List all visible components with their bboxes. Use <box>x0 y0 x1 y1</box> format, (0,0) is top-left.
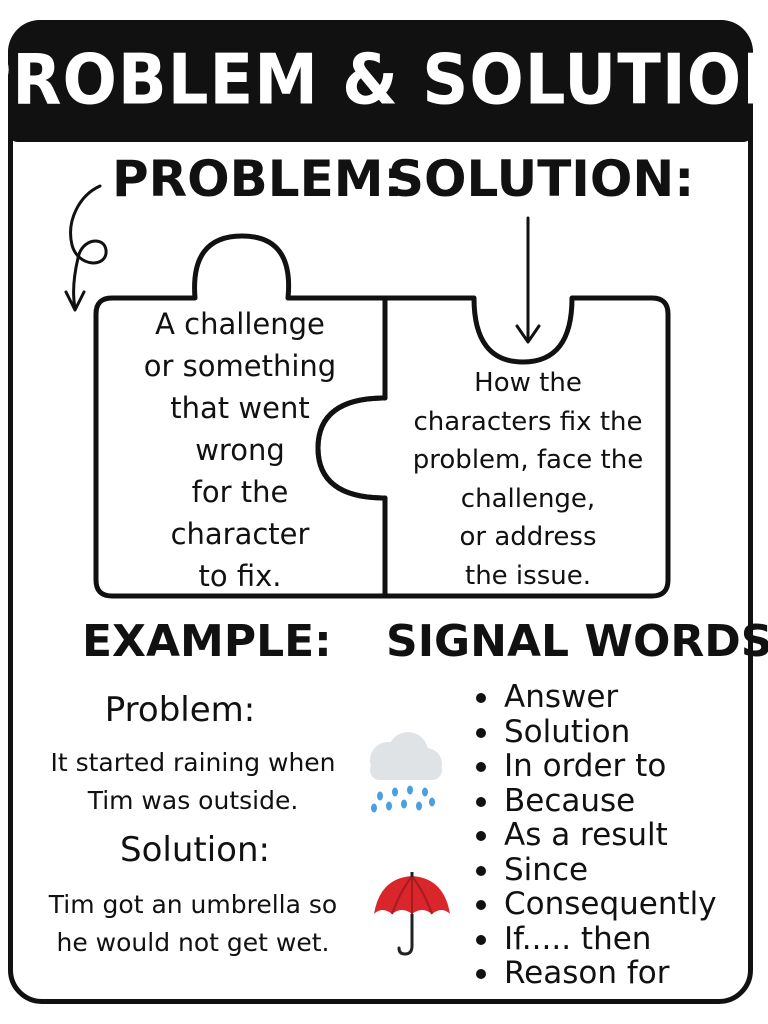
bullet-icon <box>476 831 486 841</box>
example-heading: EXAMPLE: <box>82 616 332 667</box>
curly-arrow-head-icon <box>64 290 86 312</box>
signal-word-item: If..... then <box>474 920 717 957</box>
problem-definition-line: to fix. <box>198 559 282 593</box>
example-solution-label: Solution: <box>120 830 270 870</box>
example-problem-text: It started raining when Tim was outside. <box>18 744 368 820</box>
problem-definition-line: or something <box>143 349 337 383</box>
solution-definition-line: How the <box>474 368 582 398</box>
signal-word-item: Solution <box>474 713 717 750</box>
bullet-icon <box>476 693 486 703</box>
example-solution-line: he would not get wet. <box>56 928 330 957</box>
example-problem-label: Problem: <box>104 690 256 730</box>
bullet-icon <box>476 727 486 738</box>
signal-word: As a result <box>504 817 668 853</box>
example-solution-line: Tim got an umbrella so <box>48 890 338 919</box>
signal-word: In order to <box>504 748 667 784</box>
title-banner: PROBLEM & SOLUTION <box>0 20 768 142</box>
bullet-icon <box>476 865 486 876</box>
signal-word-item: Because <box>474 782 717 819</box>
page-title: PROBLEM & SOLUTION <box>0 41 768 121</box>
problem-definition-line: wrong <box>195 433 285 467</box>
signal-words-heading: SIGNAL WORDS: <box>386 616 768 667</box>
bullet-icon <box>476 796 486 807</box>
problem-definition: A challenge or something that went wrong… <box>125 303 355 597</box>
solution-definition-line: characters fix the <box>413 406 643 437</box>
problem-heading: PROBLEM: <box>112 150 404 208</box>
problem-definition-line: that went <box>170 391 310 425</box>
umbrella-icon <box>374 872 450 956</box>
signal-word: Since <box>504 851 589 888</box>
signal-words-list: Answer Solution In order to Because As a… <box>474 680 717 991</box>
solution-definition-line: or address <box>459 522 597 552</box>
bullet-icon <box>476 969 486 979</box>
example-solution-text: Tim got an umbrella so he would not get … <box>18 886 368 962</box>
signal-word: Consequently <box>504 886 717 922</box>
signal-word-item: Answer <box>474 680 717 715</box>
signal-word: Reason for <box>504 955 670 991</box>
solution-definition-line: the issue. <box>465 560 591 591</box>
solution-definition: How the characters fix the problem, face… <box>388 364 668 595</box>
example-problem-line: Tim was outside. <box>87 786 299 815</box>
curly-arrow-icon <box>69 184 108 310</box>
problem-definition-line: A challenge <box>155 307 325 341</box>
solution-definition-line: problem, face the <box>412 445 644 475</box>
signal-word-item: Reason for <box>474 956 717 991</box>
straight-arrow-head-icon <box>515 324 541 344</box>
bullet-icon <box>476 900 486 910</box>
signal-word: Because <box>504 782 636 819</box>
solution-puzzle-piece <box>315 295 671 599</box>
problem-definition-line: character <box>170 517 310 551</box>
signal-word-item: Since <box>474 851 717 888</box>
signal-word-item: Consequently <box>474 887 717 922</box>
signal-word: If..... then <box>504 920 652 957</box>
solution-definition-line: challenge, <box>460 483 596 514</box>
signal-word: Solution <box>504 713 631 750</box>
bullet-icon <box>476 934 486 945</box>
example-problem-line: It started raining when <box>50 748 336 777</box>
solution-heading: SOLUTION: <box>388 150 695 208</box>
problem-definition-line: for the <box>191 475 289 509</box>
rain-cloud-icon <box>370 732 442 813</box>
signal-word: Answer <box>504 679 619 715</box>
signal-word-item: In order to <box>474 749 717 784</box>
bullet-icon <box>476 762 486 772</box>
signal-word-item: As a result <box>474 818 717 853</box>
